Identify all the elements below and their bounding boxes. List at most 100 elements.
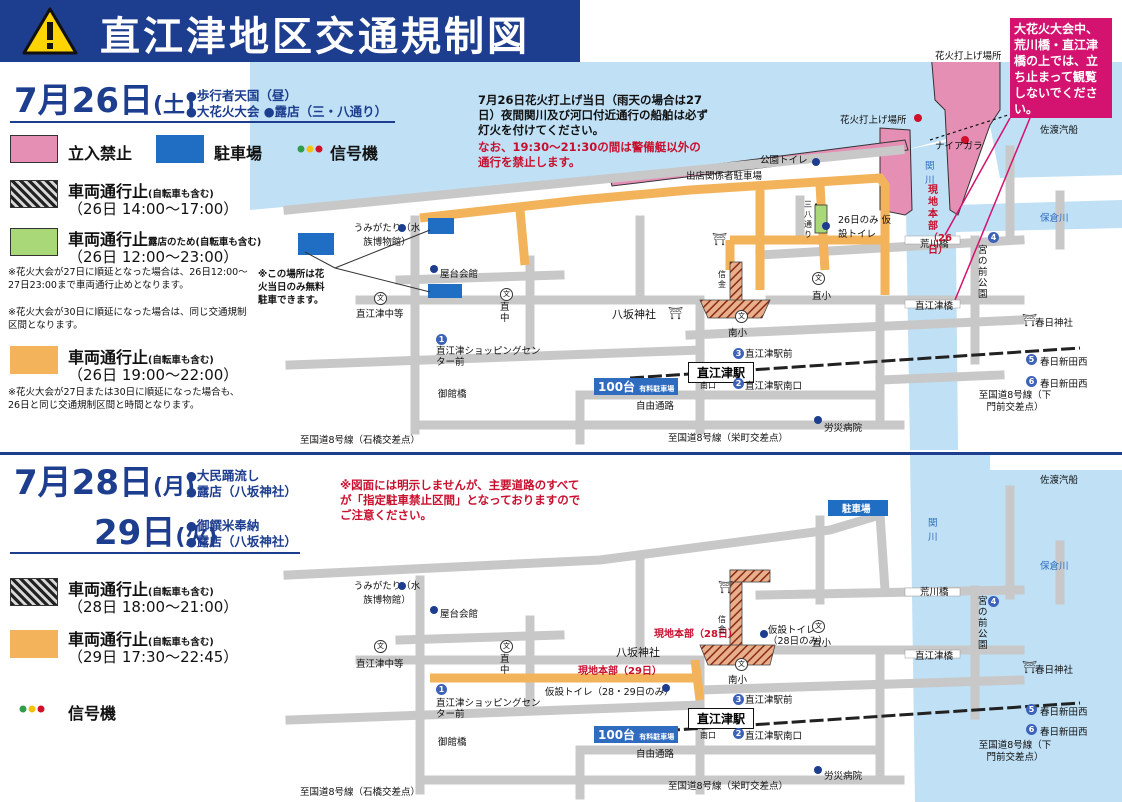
map1-notice: 7月26日花火打上げ当日（雨天の場合は27日）夜間関川及び河口付近通行の船舶は必… <box>478 93 708 137</box>
map1-park100: 100台 有料駐車場 <box>594 378 679 395</box>
bus-stop-1-icon: 1 <box>436 334 447 345</box>
map2-yataikaikan: 屋台会館 <box>440 609 479 620</box>
closure-b-swatch <box>10 228 58 256</box>
closure28-label-text: 車両通行止 <box>68 580 149 599</box>
map1-sado: 佐渡汽船 <box>1040 125 1079 136</box>
map2-route-ishibashi: 至国道8号線（石橋交差点） <box>300 787 421 798</box>
map1-temp-toilet: 26日のみ 仮設トイレ <box>838 215 892 240</box>
map1-park100-text: 100台 <box>598 380 636 394</box>
header-bar <box>0 0 580 62</box>
map1-notice-red: なお、19:30〜21:30の間は警備艇以外の通行を禁止します。 <box>478 140 701 169</box>
map2-seki: 関 川 <box>928 518 938 543</box>
no-entry-label: 立入禁止 <box>68 144 133 163</box>
closure-a-time: （26日 14:00〜17:00） <box>68 200 239 218</box>
parking-label: 駐車場 <box>214 144 263 163</box>
map1-hokura: 保倉川 <box>1040 213 1069 224</box>
map2-naoetsu-br: 直江津橋 <box>915 651 954 662</box>
toilet-icon <box>760 630 768 638</box>
closure28-sub: (自転車も含む) <box>148 587 214 598</box>
toilet-icon <box>812 158 820 166</box>
map1-south-exit: 南口 <box>700 381 716 390</box>
map2-kasuga: 春日神社 <box>1035 665 1074 676</box>
map1-naochu: 直中 <box>500 302 510 324</box>
bus-stop-2-icon: 2 <box>733 728 744 739</box>
map1-niagara: ナイアガラ <box>935 141 983 152</box>
map1-vendor-lot: 出店関係者駐車場 <box>686 171 763 182</box>
closure-c-swatch <box>10 346 58 374</box>
map2-kasuga-shinden: 春日新田西 <box>1040 707 1088 718</box>
map1-kasuga-shinden: 春日新田西 <box>1040 357 1088 368</box>
bus-stop-1-icon: 1 <box>436 684 447 695</box>
map1-kasuga-shinden2: 春日新田西 <box>1040 379 1088 390</box>
closure-b-time: （26日 12:00〜23:00） <box>68 248 239 266</box>
day1-event-1: ●歩行者天国（昼） <box>186 88 297 103</box>
signal-icon <box>19 705 45 713</box>
map1-hq: 現地本部（26日） <box>928 185 952 256</box>
map2-gokan: 御館橋 <box>438 737 467 748</box>
closure-b-sub: 露店のため(自転車も含む) <box>148 237 262 248</box>
no-entry-swatch <box>10 135 58 163</box>
closure-a-label-text: 車両通行止 <box>68 182 149 201</box>
signal-label-2: 信号機 <box>68 704 117 723</box>
closure-c-sub: (自転車も含む) <box>148 355 214 366</box>
note-c: ※花火大会が30日に順延になった場合は、同じ交通規制区間となります。 <box>8 307 247 331</box>
map2-station: 直江津駅 <box>688 708 755 729</box>
bus-stop-2-icon: 2 <box>733 378 744 389</box>
day3-weekday: (火) <box>175 525 218 550</box>
map2-route-sakae: 至国道8号線（栄町交差点） <box>668 781 789 792</box>
map2-park100-text: 100台 <box>598 728 636 742</box>
warning-icon <box>22 7 78 55</box>
map2-shinkin: 信金 <box>718 615 726 634</box>
map2-kasuga-shinden2: 春日新田西 <box>1040 727 1088 738</box>
map2-park100-sub: 有料駐車場 <box>639 733 675 741</box>
map1-park100-sub: 有料駐車場 <box>639 385 675 393</box>
map-bottom <box>283 455 1122 802</box>
school-icon: 文 <box>812 272 825 285</box>
hospital-icon <box>814 416 822 424</box>
map2-station-front: 直江津駅前 <box>745 695 793 706</box>
day2-event-2: ●露店（八坂神社） <box>186 484 297 499</box>
closure29-sub: (自転車も含む) <box>148 637 214 648</box>
signal-label: 信号機 <box>330 144 379 163</box>
map1-route-shimo: 至国道8号線（下門前交差点） <box>978 390 1052 413</box>
school-icon: 文 <box>500 288 513 301</box>
bus-stop-3-icon: 3 <box>733 694 744 705</box>
closure-b-label: 車両通行止露店のため(自転車も含む) <box>68 226 261 250</box>
map1-naoetsu-chuto: 直江津中等 <box>356 309 404 320</box>
map1-jiyu: 自由通路 <box>636 401 675 412</box>
map1-umigatari: うみがたり（水族博物館） <box>353 223 421 248</box>
map1-kasuga: 春日神社 <box>1035 318 1074 329</box>
day3-event-2: ●露店（八坂神社） <box>186 534 297 549</box>
torii-icon: ⛩ <box>1022 660 1038 674</box>
map1-nansho: 南小 <box>728 328 748 339</box>
map1-toilet-park: 公園トイレ <box>760 155 808 166</box>
landmark-dot <box>398 224 406 232</box>
closure-b-label-text: 車両通行止 <box>68 230 149 249</box>
closure29-label: 車両通行止(自転車も含む) <box>68 626 214 650</box>
map2-nansho: 南小 <box>728 675 748 686</box>
map2-miyanomae: 宮の前公園 <box>978 596 988 651</box>
bridge-warning-box: 大花火大会中、荒川橋・直江津橋の上では、立ち止まって観覧しないでください。 <box>1010 18 1112 118</box>
section-divider <box>0 452 1122 455</box>
bus-stop-4-icon: 4 <box>988 596 999 607</box>
map2-shopping: 直江津ショッピングセンター前 <box>436 698 541 720</box>
day2-underline <box>10 552 300 554</box>
bus-stop-4-icon: 4 <box>988 232 999 243</box>
map1-chokusho: 直小 <box>812 291 832 302</box>
day2-date-text: 7月28日 <box>14 463 153 503</box>
bus-stop-6-icon: 6 <box>1026 376 1037 387</box>
map2-arakawa: 荒川橋 <box>920 587 949 598</box>
day2-event-1: ●大民踊流し <box>186 468 260 483</box>
day1-weekday: (土) <box>152 93 196 118</box>
map1-yataikaikan: 屋台会館 <box>440 269 479 280</box>
day3-event-1: ●御饌米奉納 <box>186 518 260 533</box>
closure-c-label-text: 車両通行止 <box>68 348 149 367</box>
map2-toilet28: 仮設トイレ（28日のみ） <box>768 625 828 647</box>
map1-gokan: 御館橋 <box>438 389 467 400</box>
map1-launch2: 花火打上げ場所 <box>840 115 907 126</box>
map1-rosai: 労災病院 <box>824 423 863 434</box>
closure28-swatch <box>10 578 58 606</box>
map1-route-sakae: 至国道8号線（栄町交差点） <box>668 433 789 444</box>
closure28-label: 車両通行止(自転車も含む) <box>68 576 214 600</box>
closure29-label-text: 車両通行止 <box>68 630 149 649</box>
